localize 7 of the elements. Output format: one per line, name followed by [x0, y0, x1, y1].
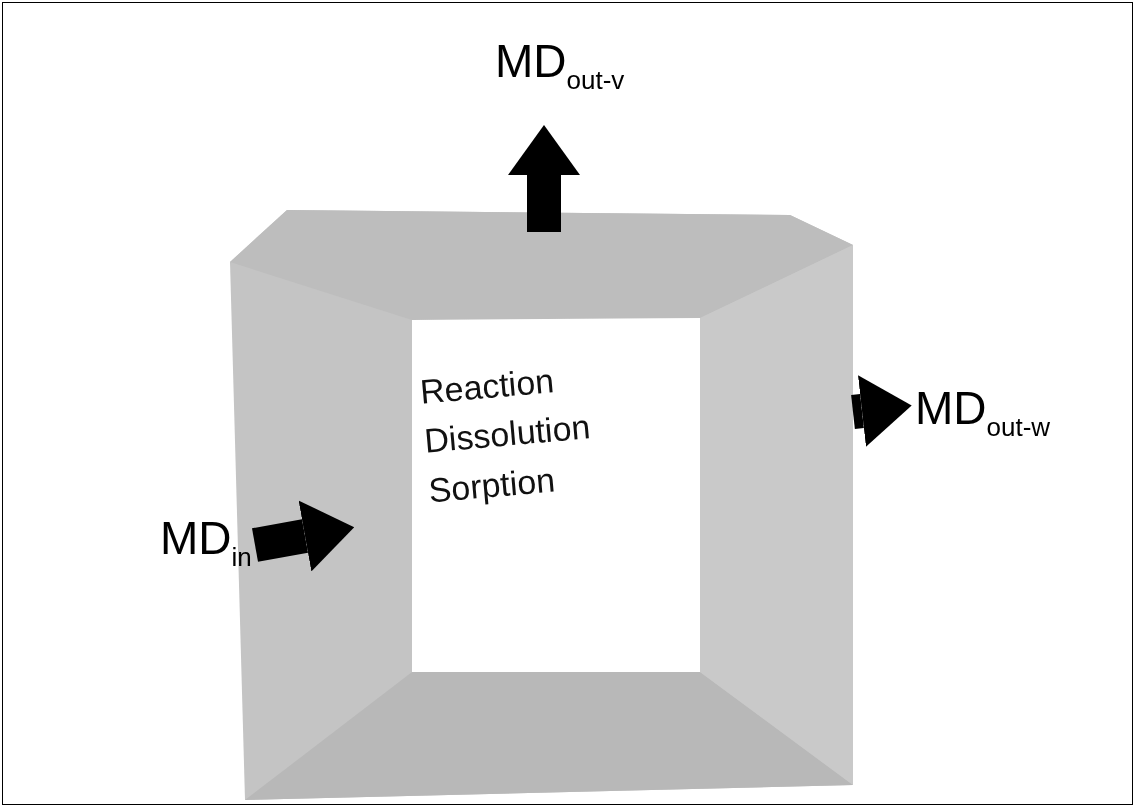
process-list: Reaction Dissolution Sorption	[418, 344, 700, 516]
flow-label: MD$_{in}$	[160, 515, 252, 570]
flow-label: MD$_{out-w}$	[915, 385, 1051, 440]
flow-arrow	[508, 125, 580, 232]
flow-arrow	[851, 375, 912, 447]
flow-label: MD$_{out-v}$	[495, 38, 625, 93]
flow-arrow	[252, 500, 355, 572]
